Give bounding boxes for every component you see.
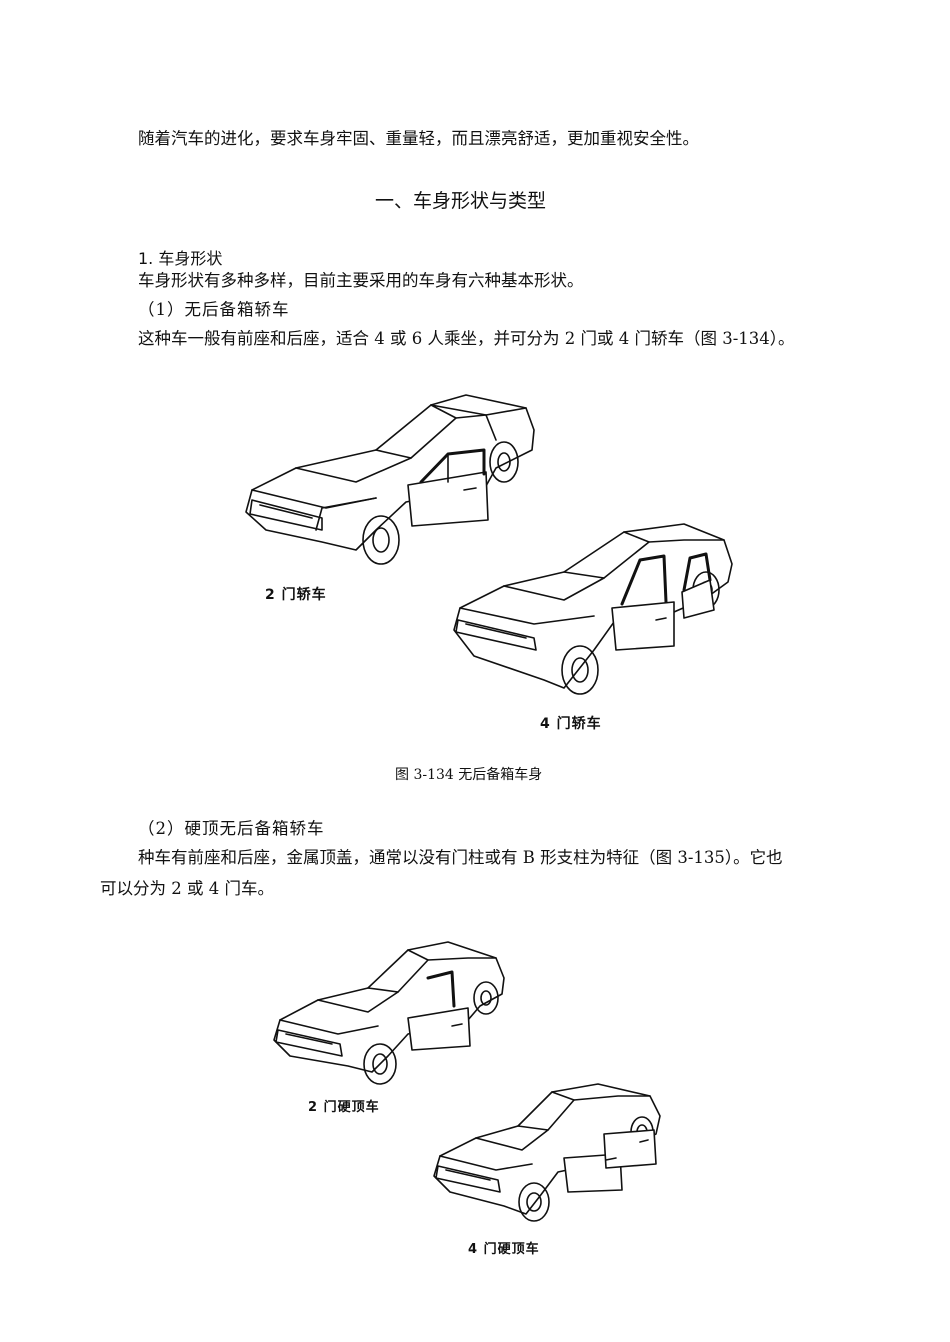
item1-paragraph: 这种车一般有前座和后座，适合 4 或 6 人乘坐，并可分为 2 门或 4 门轿车… (138, 329, 795, 348)
figure1-label-2door: 2 门轿车 (265, 587, 327, 603)
figure2-label-2door: 2 门硬顶车 (308, 1100, 380, 1115)
item1-title: （1）无后备箱轿车 (138, 300, 290, 319)
item2-paragraph-line1: 种车有前座和后座，金属顶盖，通常以没有门柱或有 B 形支柱为特征（图 3-135… (138, 848, 783, 867)
item2-paragraph-line2: 可以分为 2 或 4 门车。 (100, 879, 274, 898)
four-door-hardtop-illustration (433, 1083, 661, 1222)
figure2-label-4door: 4 门硬顶车 (468, 1242, 540, 1257)
item2-title: （2）硬顶无后备箱轿车 (138, 819, 325, 838)
two-door-sedan-illustration (245, 394, 535, 565)
subsection-title: 1. 车身形状 (138, 249, 223, 268)
four-door-sedan-illustration (453, 523, 733, 695)
body-shapes-paragraph: 车身形状有多种多样，目前主要采用的车身有六种基本形状。 (138, 271, 584, 290)
section-title: 一、车身形状与类型 (375, 190, 547, 212)
figure1-caption: 图 3-134 无后备箱车身 (395, 767, 543, 783)
two-door-hardtop-illustration (273, 941, 505, 1085)
intro-paragraph: 随着汽车的进化，要求车身牢固、重量轻，而且漂亮舒适，更加重视安全性。 (138, 129, 699, 148)
figure1-label-4door: 4 门轿车 (540, 716, 602, 732)
